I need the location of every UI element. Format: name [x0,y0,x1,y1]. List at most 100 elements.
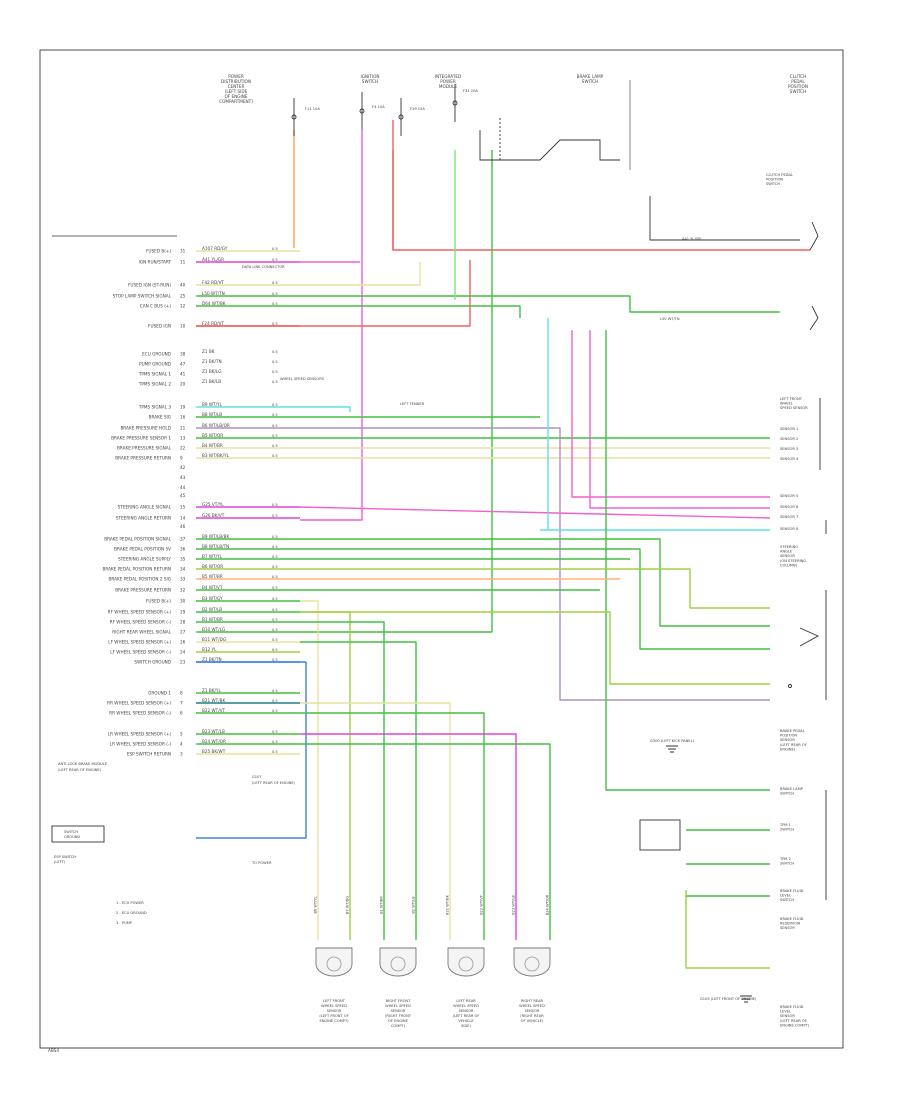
wheel-sensor-wire [300,702,451,940]
circuit-size: 0.5 [272,709,278,713]
right-component-label: (LEFT REAR OF [780,743,807,747]
right-component-label: (LEFT REAR OF [780,1019,807,1023]
circuit-code: B21 WT/BK [202,698,226,703]
pin-number: 3 [180,752,183,757]
pin-function-label: BRAKE PEDAL POSITION SIGNAL [104,537,171,542]
fuse-label: F29 15A [410,107,425,111]
circuit-code: B7 WT/YL [202,554,223,559]
clutch-switch-circuit [649,196,800,241]
wheel-speed-sensor-core [390,956,406,972]
pin-function-label: TPMS SIGNAL 2 [138,382,171,387]
wheel-speed-sensor-body [379,947,417,977]
right-component-label: BRAKE FLUID [780,917,804,921]
circuit-code: B22 WT/VT [202,708,226,713]
right-component-label: TPM 1 [779,823,791,827]
wire-pedal-4 [300,568,770,609]
pin-number: 13 [180,436,186,441]
right-component-label: SWITCH [766,182,780,186]
right-component-label: SWITCH [780,898,794,902]
pin-number: 20 [180,382,186,387]
top-component-label: MODULE [439,84,458,89]
top-component-label: SWITCH [790,89,806,94]
wheel-speed-sensor-label: SENSOR [525,1009,540,1013]
pin-number: 22 [180,446,186,451]
pin-number: 8 [180,691,183,696]
right-pin-label: SENSOR 5 [780,494,798,498]
pin-function-label: LF WHEEL SPEED SENSOR (+) [108,640,171,645]
pin-number: 37 [180,537,186,542]
circuit-code: B3 WT/BK/YL [202,453,230,458]
wheel-speed-sensor-core [326,956,342,972]
tpm-switch-box [639,819,681,851]
legend-item: 3 - PUMP [116,921,133,925]
wheel-speed-sensor-label: SENSOR [459,1009,474,1013]
wire-tpms-cyan [300,406,351,412]
pin-function-label: LR WHEEL SPEED SENSOR (-) [110,742,172,747]
circuit-size: 0.5 [272,608,278,612]
wire-pedal-7 [300,611,770,685]
top-component-label: (LEFT SIDE [225,89,248,94]
wire-can-green [300,305,521,318]
pin-number: 33 [180,577,186,582]
pin-number: 15 [180,505,186,510]
right-component-label: SENSOR [780,738,795,742]
circuit-size: 0.5 [272,545,278,549]
pin-number: 25 [180,294,186,299]
wire-f42-yellow [300,262,421,286]
pin-number: 34 [180,567,186,572]
wheel-sensor-wire-label: B2 WT/LB [412,896,416,914]
fuse-symbol [359,108,365,114]
circuit-code: Z1 BK/LG [202,369,221,374]
pin-number: 24 [180,650,186,655]
pin-function-label: TPMS SIGNAL 1 [138,372,171,377]
circuit-size: 0.5 [272,514,278,518]
diagram-note: WHEEL SPEED SENSORS [280,377,325,381]
circuit-size: 0.5 [272,638,278,642]
right-component-label: POSITION [766,178,783,182]
right-component-label: ENGINE) [780,747,796,751]
circuit-size: 0.5 [272,247,278,251]
wheel-sensor-wire [300,621,385,940]
wheel-sensor-wire-label: B7 WT/DG [346,896,350,915]
wire-fused-ign-red-2 [300,260,471,327]
pin-function-label: BRAKE PEDAL POSITION 5V [114,547,171,552]
circuit-size: 0.5 [272,434,278,438]
circuit-size: 0.5 [272,403,278,407]
pin-number: 44 [180,485,186,490]
circuit-code: B24 WT/OR [202,739,226,744]
right-component-label: BRAKE PEDAL [780,729,805,733]
circuit-code: B6 WT/OR [202,564,223,569]
pin-number: 11 [180,260,186,265]
pin-function-label: RR WHEEL SPEED SENSOR (-) [109,711,171,716]
circuit-size: 0.5 [272,258,278,262]
circuit-code: B11 WT/DG [202,637,226,642]
circuit-code: B8 WT/LB/TN [202,544,229,549]
pin-function-label: CAN C BUS (+) [140,304,172,309]
wire-ipm-green-long [300,150,493,633]
switch-contact-2 [809,305,819,331]
circuit-size: 0.5 [272,565,278,569]
circuit-size: 0.5 [272,322,278,326]
circuit-size: 0.5 [272,413,278,417]
right-component-label: SWITCH [780,862,794,866]
wheel-speed-sensor-label: SIDE) [461,1024,471,1028]
fuse-symbol [291,114,297,120]
right-component-label: TPM 2 [779,857,791,861]
wheel-speed-sensor-label: SENSOR [327,1009,342,1013]
pin-number: 45 [180,493,186,498]
pin-function-label: BRAKE PEDAL POSITION RETURN [102,567,171,572]
wire-steer-2 [589,330,770,509]
pin-number: 12 [180,304,186,309]
pin-function-label: RF WHEEL SPEED SENSOR (+) [108,610,172,615]
circuit-size: 0.5 [272,648,278,652]
pin-function-label: FUSED IGN (ST-RUN) [128,283,171,288]
wheel-speed-sensor-core [524,956,540,972]
right-component-label: LEFT FRONT [780,397,803,401]
wheel-sensor-wire-label: B1 WT/BR [380,896,384,914]
esp-switch-box-label: SWITCH [64,830,78,834]
pin-function-label: BRAKE PRESSURE RETURN [115,456,171,461]
clutch-wire-label: A41 YL/GR [682,237,701,241]
pin-function-label: IGN RUN/START [139,260,172,265]
